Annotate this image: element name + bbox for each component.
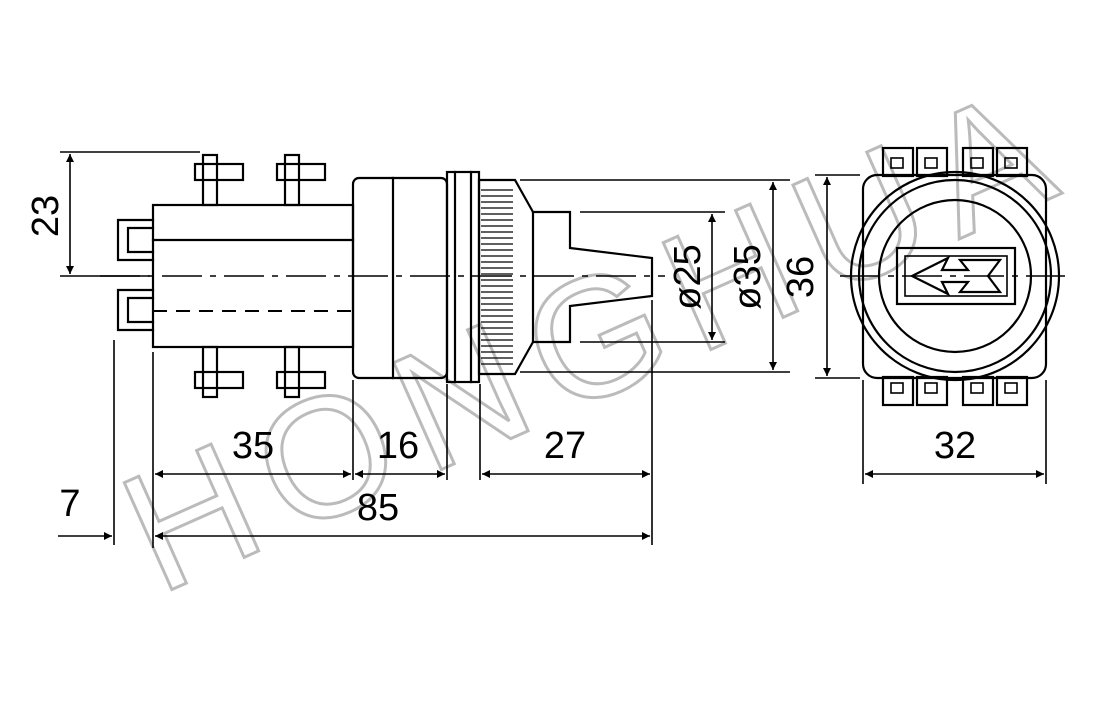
dim-35: 35 [232,425,274,467]
dim-32: 32 [934,425,976,467]
selector-knob [531,210,654,344]
terminal-top-right [275,153,327,207]
dim-16: 16 [377,425,419,467]
dim-36: 36 [780,256,822,298]
dim-85: 85 [357,487,399,529]
terminal-bottom-left [193,345,245,399]
side-view: 23 35 16 27 85 7 ø25 ø35 [25,151,790,548]
dim-dia-25: ø25 [667,244,709,309]
front-terminals-bottom [881,375,1029,407]
dim-27: 27 [544,425,586,467]
dim-dia-35: ø35 [727,244,769,309]
terminal-top-left [193,153,245,207]
dim-23: 23 [25,195,67,237]
front-view: 36 32 [780,146,1065,484]
watermark: HONGHUA [97,45,1096,629]
rear-clip-top [116,218,155,262]
rear-clip-bottom [116,288,155,332]
dim-7: 7 [59,483,80,525]
front-terminals-top [881,146,1029,178]
terminal-bottom-right [275,345,327,399]
